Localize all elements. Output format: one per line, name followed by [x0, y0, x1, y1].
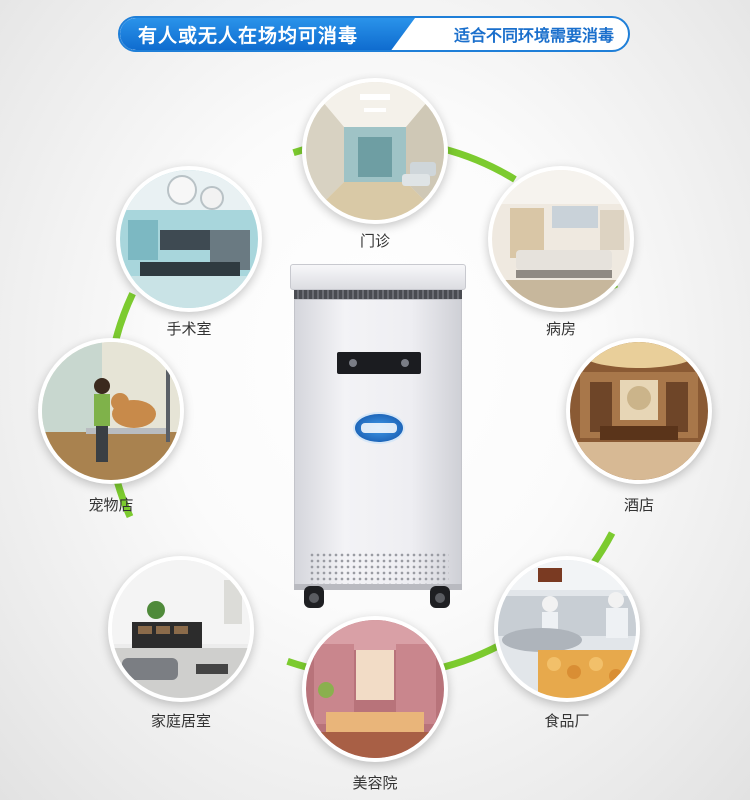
brand-logo: [353, 412, 405, 444]
scene-food-factory: [494, 556, 640, 702]
scene-label-ward: 病房: [545, 320, 576, 338]
operating-room-photo: [120, 170, 258, 308]
banner-title: 有人或无人在场均可消毒: [120, 18, 415, 50]
scene-operating-room: [116, 166, 262, 312]
device-body: [294, 299, 462, 589]
device-top-vent: [294, 290, 462, 299]
scene-home: [108, 556, 254, 702]
scene-hotel: [566, 338, 712, 484]
ward-photo: [492, 170, 630, 308]
device-bottom-grill: [309, 552, 449, 584]
scene-pet-shop: [38, 338, 184, 484]
scene-beauty-salon: [302, 616, 448, 762]
scene-label-pet-shop: 宠物店: [88, 496, 134, 514]
disinfection-device: [290, 264, 466, 610]
hotel-photo: [570, 342, 708, 480]
device-base: [294, 584, 462, 590]
scene-label-hotel: 酒店: [623, 496, 654, 514]
scene-ward: [488, 166, 634, 312]
scene-clinic: [302, 78, 448, 224]
beauty-salon-photo: [306, 620, 444, 758]
power-button-icon: [349, 359, 357, 367]
clinic-photo: [306, 82, 444, 220]
scene-label-operating-room: 手术室: [166, 320, 212, 338]
scene-label-food-factory: 食品厂: [544, 712, 590, 730]
scene-label-home: 家庭居室: [150, 712, 211, 730]
device-top-cover: [290, 264, 466, 290]
mode-button-icon: [401, 359, 409, 367]
header-banner: 有人或无人在场均可消毒 适合不同环境需要消毒: [118, 16, 630, 52]
control-panel: [337, 352, 421, 374]
scene-label-beauty-salon: 美容院: [352, 774, 398, 792]
wheel-icon: [430, 586, 450, 608]
home-photo: [112, 560, 250, 698]
scene-label-clinic: 门诊: [359, 232, 390, 250]
banner-subtitle: 适合不同环境需要消毒: [453, 26, 614, 45]
food-factory-photo: [498, 560, 636, 698]
pet-shop-photo: [42, 342, 180, 480]
wheel-icon: [304, 586, 324, 608]
